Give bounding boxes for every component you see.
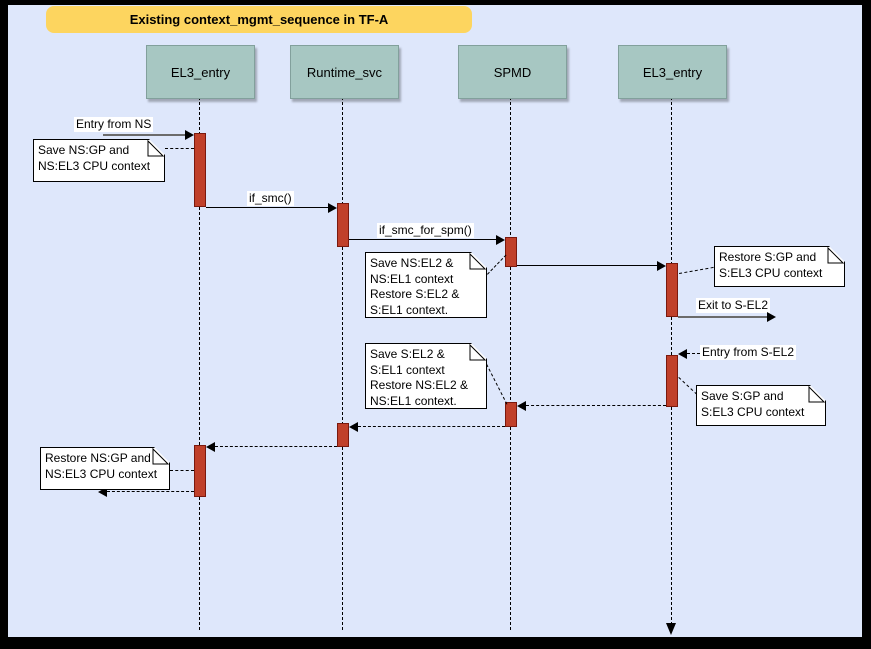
note-line: NS:EL3 CPU context (38, 158, 151, 173)
return-line-spmd-to-runtime (358, 426, 505, 427)
message-label-exit-to-s-el2: Exit to S-EL2 (696, 298, 771, 313)
note-save-s-el2: Save S:EL2 & S:EL1 context Restore NS:EL… (365, 343, 487, 409)
actor-el3-entry-left: EL3_entry (146, 45, 255, 99)
note-line: Save NS:EL2 & (370, 256, 454, 270)
message-label-if-smc-for-spm: if_smc_for_spm() (377, 223, 474, 238)
note-line: S:EL1 context. (370, 302, 449, 317)
note-connector-4 (678, 377, 698, 395)
note-line: Save S:GP and (701, 389, 784, 403)
note-line: Save S:EL2 & (370, 347, 445, 361)
lifeline-spmd (510, 97, 511, 630)
note-save-s-gp: Save S:GP and S:EL3 CPU context (696, 385, 826, 426)
activation-el3-left-1 (194, 133, 206, 207)
actor-el3-entry-right: EL3_entry (618, 45, 727, 99)
activation-el3-right-1 (666, 263, 678, 317)
note-fold-icon (152, 448, 169, 465)
actor-spmd: SPMD (458, 45, 567, 99)
activation-spmd-2 (505, 402, 517, 427)
note-line: NS:EL1 context (370, 271, 454, 286)
lifeline-end-arrow-icon (666, 623, 676, 635)
note-restore-ns-gp: Restore NS:GP and NS:EL3 CPU context (40, 447, 170, 490)
actor-label: SPMD (493, 64, 532, 80)
arrowhead-el3-to-ns (98, 487, 107, 497)
note-fold-icon (827, 247, 844, 264)
diagram-title: Existing context_mgmt_sequence in TF-A (46, 6, 472, 33)
note-line: NS:EL3 CPU context (45, 466, 158, 481)
message-line-exit-to-s-el2 (678, 316, 768, 318)
note-fold-icon (808, 386, 825, 403)
message-line-entry-from-ns (103, 134, 187, 136)
activation-runtime-1 (337, 203, 349, 247)
note-line: S:EL3 CPU context (719, 265, 823, 280)
note-line: Restore NS:GP and (45, 451, 151, 465)
return-line-runtime-to-el3 (215, 446, 337, 447)
note-line: Save NS:GP and (38, 143, 130, 157)
note-line: S:EL3 CPU context (701, 404, 805, 419)
note-connector-6 (170, 470, 194, 471)
arrowhead-el3-to-spmd (517, 401, 526, 411)
message-line-if-smc-for-spm (349, 239, 498, 240)
note-line: Restore S:EL2 & (370, 287, 460, 301)
lifeline-runtime-svc (342, 97, 343, 630)
activation-el3-left-2 (194, 445, 206, 497)
note-line: S:EL1 context (370, 362, 445, 377)
note-restore-s-gp: Restore S:GP and S:EL3 CPU context (714, 246, 845, 287)
note-line: NS:EL1 context. (370, 393, 457, 408)
message-label-entry-from-ns: Entry from NS (74, 117, 154, 132)
note-connector-5 (486, 364, 508, 405)
note-connector-3 (679, 266, 714, 274)
activation-runtime-2 (337, 423, 349, 447)
note-fold-icon (469, 344, 486, 361)
activation-spmd-1 (505, 237, 517, 267)
arrowhead-entry-from-s-el2 (678, 349, 687, 359)
return-line-el3-to-spmd (526, 405, 666, 406)
arrowhead-runtime-to-el3 (206, 442, 215, 452)
note-connector-1 (165, 148, 194, 149)
actor-runtime-svc: Runtime_svc (290, 45, 399, 99)
arrowhead-entry-from-ns (185, 130, 194, 140)
arrowhead-spmd-to-runtime (349, 422, 358, 432)
actor-label: EL3_entry (642, 64, 703, 80)
arrowhead-if-smc (328, 203, 337, 213)
note-save-ns-el2: Save NS:EL2 & NS:EL1 context Restore S:E… (365, 252, 487, 318)
note-fold-icon (147, 140, 164, 157)
actor-label: EL3_entry (170, 64, 231, 80)
note-line: Restore NS:EL2 & (370, 378, 469, 392)
return-line-el3-to-ns (107, 491, 194, 492)
lifeline-el3-entry-left (199, 97, 200, 630)
message-line-spmd-to-el3 (517, 265, 659, 266)
message-line-if-smc (206, 207, 330, 208)
note-save-ns-gp: Save NS:GP and NS:EL3 CPU context (33, 139, 165, 182)
message-label-if-smc: if_smc() (247, 191, 294, 206)
note-line: Restore S:GP and (719, 250, 817, 264)
sequence-diagram-canvas: Existing context_mgmt_sequence in TF-A E… (8, 5, 862, 637)
arrowhead-spmd-to-el3 (657, 261, 666, 271)
activation-el3-right-2 (666, 355, 678, 407)
actor-label: Runtime_svc (306, 64, 383, 80)
arrowhead-if-smc-for-spm (496, 235, 505, 245)
note-connector-2 (487, 254, 507, 275)
arrowhead-exit-to-s-el2 (767, 312, 776, 322)
message-label-entry-from-s-el2: Entry from S-EL2 (700, 345, 797, 360)
note-fold-icon (469, 253, 486, 270)
